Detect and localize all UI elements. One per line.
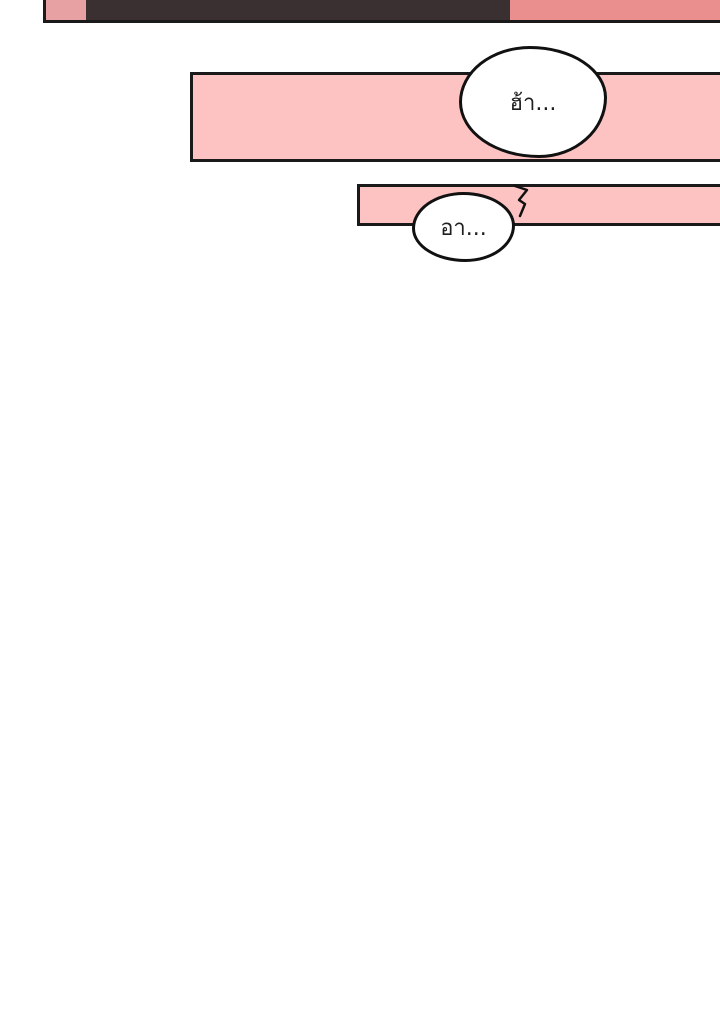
pink-caption-band-2 bbox=[357, 184, 720, 226]
speech-bubble-2: อา... bbox=[412, 192, 515, 262]
speech-text-1: ฮ้า... bbox=[509, 90, 557, 116]
speech-text-2: อา... bbox=[440, 215, 487, 241]
panel-tint-right bbox=[510, 0, 720, 20]
spark-icon bbox=[513, 184, 529, 218]
pink-caption-band-1 bbox=[190, 72, 720, 162]
panel-tint-left bbox=[46, 0, 86, 20]
speech-bubble-1: ฮ้า... bbox=[459, 46, 607, 158]
top-comic-panel bbox=[43, 0, 720, 23]
